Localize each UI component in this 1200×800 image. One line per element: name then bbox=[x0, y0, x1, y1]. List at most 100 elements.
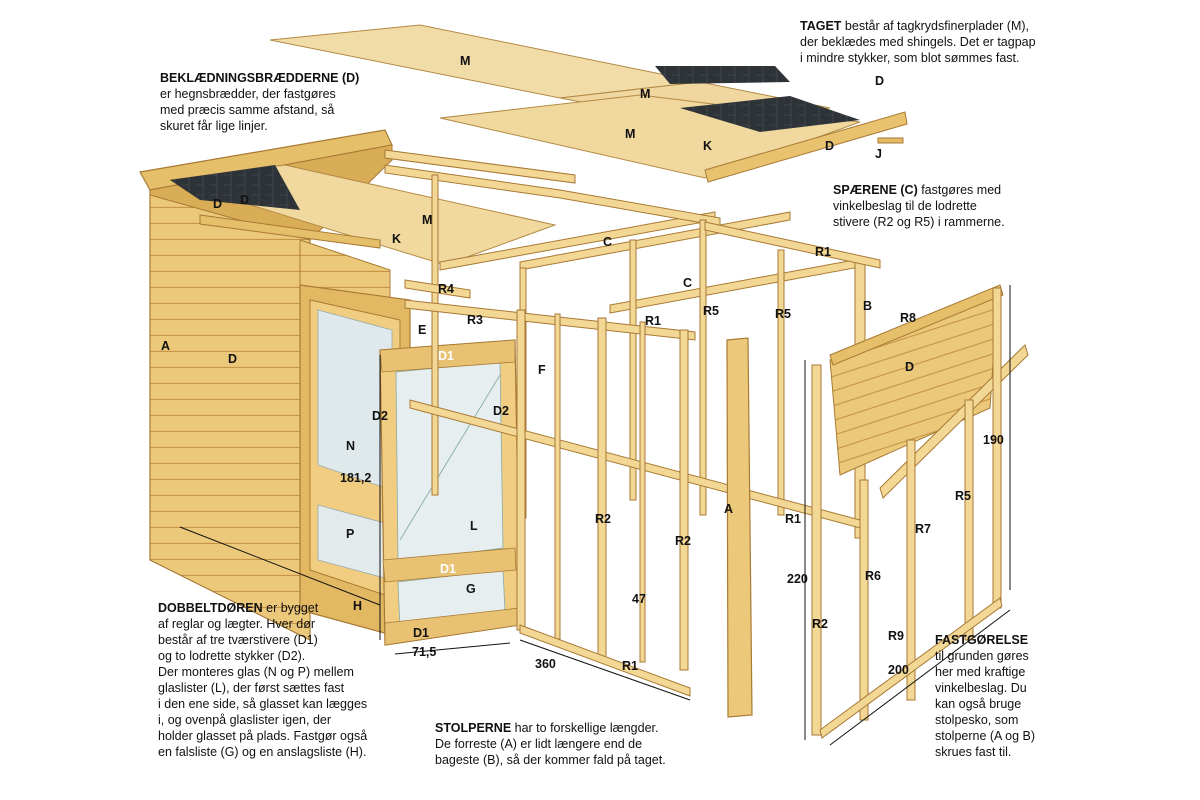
label-j: J bbox=[875, 147, 882, 161]
fixing-note-line: stolperne (A og B) bbox=[935, 729, 1036, 743]
part-labels: M M M K D D J D D M K C C R1 B R4 R3 E R… bbox=[161, 54, 1004, 677]
door-note-line: og to lodrette stykker (D2). bbox=[158, 649, 306, 663]
label-m-1: M bbox=[460, 54, 470, 68]
dim-door-height: 181,2 bbox=[340, 471, 371, 485]
label-k-1: K bbox=[703, 139, 712, 153]
cladding-note-line: med præcis samme afstand, så bbox=[160, 103, 335, 117]
door-note-line: glaslister (L), der først sættes fast bbox=[158, 681, 345, 695]
cladding-note: BEKLÆDNINGSBRÆDDERNE (D) er hegnsbrædder… bbox=[160, 70, 359, 134]
label-r1-1: R1 bbox=[815, 245, 831, 259]
label-k-2: K bbox=[392, 232, 401, 246]
door-note-line: i, og ovenpå glaslister igen, der bbox=[158, 713, 332, 727]
shingle-strip-top bbox=[655, 66, 790, 84]
rafters-note-line: stivere (R2 og R5) i rammerne. bbox=[833, 215, 1005, 229]
stud-r2-end bbox=[811, 364, 822, 736]
dim-height-220: 220 bbox=[787, 572, 808, 586]
stud-r2-1 bbox=[516, 309, 526, 631]
stud-r6 bbox=[859, 479, 869, 721]
label-m-3: M bbox=[625, 127, 635, 141]
top-plate-r1-back bbox=[704, 221, 881, 269]
label-r2-1: R2 bbox=[595, 512, 611, 526]
fixing-note-line: skrues fast til. bbox=[935, 745, 1012, 759]
end-wall-top-r8 bbox=[829, 284, 1004, 366]
label-r5-2: R5 bbox=[775, 307, 791, 321]
dim-length-360: 360 bbox=[535, 657, 556, 671]
stud-r7 bbox=[906, 439, 916, 701]
label-a-1: A bbox=[161, 339, 170, 353]
label-r5-1: R5 bbox=[703, 304, 719, 318]
posts-note-line: De forreste (A) er lidt længere end de bbox=[435, 737, 643, 751]
label-d2-1: D2 bbox=[372, 409, 388, 423]
post-end-right bbox=[992, 287, 1002, 609]
fixing-note-line: til grunden gøres bbox=[935, 649, 1029, 663]
stud-back-1 bbox=[431, 174, 439, 496]
label-r2-3: R2 bbox=[812, 617, 828, 631]
door-note-line: Der monteres glas (N og P) mellem bbox=[158, 665, 354, 679]
label-n: N bbox=[346, 439, 355, 453]
rafters-note-line: SPÆRENE (C) fastgøres med bbox=[833, 183, 1002, 197]
door-note-line: en falsliste (G) og en anslagsliste (H). bbox=[158, 745, 367, 759]
roof-note-line: i mindre stykker, som blot sømmes fast. bbox=[800, 51, 1020, 65]
clad-module bbox=[139, 129, 557, 641]
stud-r2-3 bbox=[679, 329, 689, 671]
fascia-lower bbox=[199, 214, 381, 249]
note-keyword: SPÆRENE (C) bbox=[833, 183, 918, 197]
fixing-note-line: kan også bruge bbox=[935, 697, 1022, 711]
shingle-strip bbox=[680, 96, 860, 132]
label-g: G bbox=[466, 582, 476, 596]
stud-r2-5 bbox=[639, 321, 646, 663]
label-r2-2: R2 bbox=[675, 534, 691, 548]
fixing-note-line: stolpesko, som bbox=[935, 713, 1019, 727]
label-r8: R8 bbox=[900, 311, 916, 325]
label-r4: R4 bbox=[438, 282, 454, 296]
label-b: B bbox=[863, 299, 872, 313]
label-f: F bbox=[538, 363, 546, 377]
end-wall-rail bbox=[879, 344, 1029, 499]
dim-door-width: 71,5 bbox=[412, 645, 436, 659]
label-r9: R9 bbox=[888, 629, 904, 643]
door-note-line: i den ene side, så glasset kan lægges bbox=[158, 697, 368, 711]
stud-back-3 bbox=[629, 239, 637, 501]
glass-reflection bbox=[399, 374, 501, 541]
label-h: H bbox=[353, 599, 362, 613]
double-door bbox=[299, 284, 521, 646]
label-p: P bbox=[346, 527, 354, 541]
label-d-1: D bbox=[875, 74, 884, 88]
label-d2-2: D2 bbox=[493, 404, 509, 418]
label-d1-2: D1 bbox=[440, 562, 456, 576]
dim-depth-200: 200 bbox=[888, 663, 909, 677]
label-r1-3: R1 bbox=[785, 512, 801, 526]
label-c-1: C bbox=[603, 235, 612, 249]
fixing-note-line: her med kraftige bbox=[935, 665, 1026, 679]
label-m-2: M bbox=[640, 87, 650, 101]
posts-note-line: STOLPERNE har to forskellige længder. bbox=[435, 721, 659, 735]
label-d-5: D bbox=[228, 352, 237, 366]
end-wall bbox=[811, 284, 1029, 739]
door-note-line: består af tre tværstivere (D1) bbox=[158, 633, 318, 647]
stud-r5-end bbox=[964, 399, 974, 641]
bottom-plate-r1 bbox=[519, 624, 691, 697]
r4-rail bbox=[404, 279, 471, 299]
roof-note: TAGET består af tagkrydsfinerplader (M),… bbox=[800, 18, 1036, 66]
fascia-board-d bbox=[704, 111, 908, 183]
rafter-c-3 bbox=[609, 257, 866, 314]
posts-note-line: bageste (B), så der kommer fald på taget… bbox=[435, 753, 666, 767]
note-keyword: FASTGØRELSE bbox=[935, 633, 1029, 647]
door-note-line: af reglar og lægter. Hver dør bbox=[158, 617, 316, 631]
door-note: DOBBELTDØREN er bygget af reglar og lægt… bbox=[158, 600, 367, 760]
dim-height-190: 190 bbox=[983, 433, 1004, 447]
door-note-line: holder glasset på plads. Fastgør også bbox=[158, 729, 368, 743]
note-keyword: BEKLÆDNINGSBRÆDDERNE (D) bbox=[160, 71, 360, 85]
fixing-note-line: vinkelbeslag. Du bbox=[935, 681, 1027, 695]
rafters-note: SPÆRENE (C) fastgøres med vinkelbeslag t… bbox=[833, 182, 1005, 230]
batten-j bbox=[877, 137, 904, 144]
label-d1-1: D1 bbox=[438, 349, 454, 363]
label-r1-4: R1 bbox=[622, 659, 638, 673]
label-r3: R3 bbox=[467, 313, 483, 327]
cladding-note-line: er hegnsbrædder, der fastgøres bbox=[160, 87, 336, 101]
roof-note-line: der beklædes med shingels. Det er tagpap bbox=[800, 35, 1036, 49]
dim-panel-47: 47 bbox=[632, 592, 646, 606]
posts-note: STOLPERNE har to forskellige længder. De… bbox=[435, 720, 666, 768]
fixing-note-line: FASTGØRELSE bbox=[935, 632, 1035, 648]
